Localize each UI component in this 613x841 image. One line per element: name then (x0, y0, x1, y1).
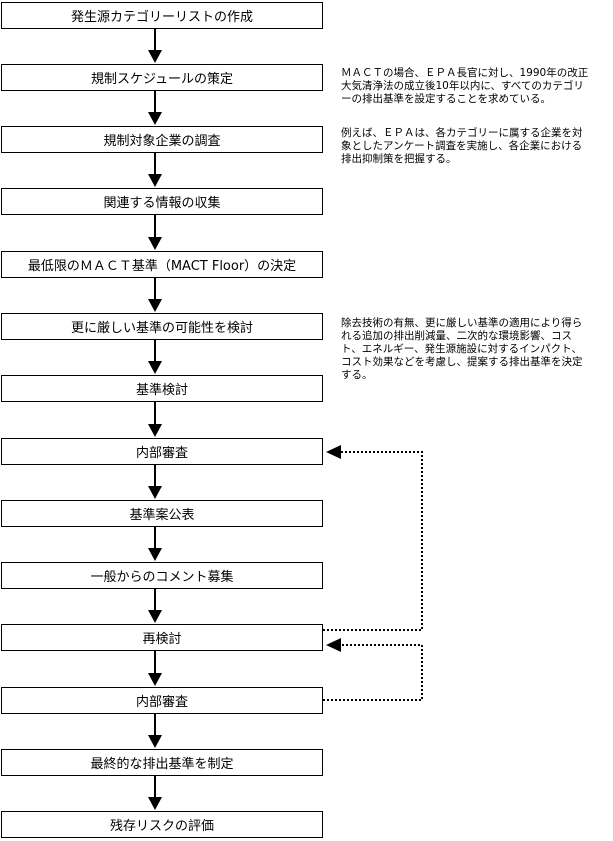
step-category-list: 発生源カテゴリーリストの作成 (1, 2, 323, 29)
arrowhead-10 (148, 610, 162, 623)
down-arrows (148, 29, 162, 810)
arrowhead-13 (148, 797, 162, 810)
feedback-arrowhead-2 (326, 638, 341, 652)
arrowhead-11 (148, 673, 162, 686)
arrowhead-9 (148, 548, 162, 561)
feedback-review-to-internal-review (323, 451, 423, 631)
arrowhead-3 (148, 174, 162, 187)
step-proposal-publish: 基準案公表 (1, 500, 323, 527)
arrowhead-1 (148, 50, 162, 63)
arrowhead-2 (148, 112, 162, 125)
step-final-standard: 最終的な排出基準を制定 (1, 749, 323, 776)
step-reconsideration: 再検討 (1, 624, 323, 651)
step-info-collection: 関連する情報の収集 (1, 188, 323, 215)
note-stricter: 除去技術の有無、更に厳しい基準の適用により得られる追加の排出削減量、二次的な環境… (341, 317, 583, 381)
arrowhead-7 (148, 424, 162, 437)
step-stricter-standards: 更に厳しい基準の可能性を検討 (1, 313, 323, 340)
arrowhead-5 (148, 299, 162, 312)
step-standard-review: 基準検討 (1, 375, 323, 402)
step-mact-floor: 最低限のＭＡＣＴ基準（MACT Floor）の決定 (1, 251, 323, 278)
arrowhead-6 (148, 361, 162, 374)
note-schedule: ＭＡＣＴの場合、ＥＰＡ長官に対し、1990年の改正大気清浄法の成立後10年以内に… (341, 67, 589, 105)
feedback-internal-review-to-review (323, 644, 423, 701)
step-schedule: 規制スケジュールの策定 (1, 64, 323, 91)
feedback-arrowhead-1 (326, 445, 341, 459)
step-company-survey: 規制対象企業の調査 (1, 126, 323, 153)
arrowhead-12 (148, 735, 162, 748)
step-public-comment: 一般からのコメント募集 (1, 562, 323, 589)
step-internal-review-2: 内部審査 (1, 687, 323, 714)
arrowhead-8 (148, 486, 162, 499)
step-internal-review-1: 内部審査 (1, 438, 323, 465)
note-survey: 例えば、ＥＰＡは、各カテゴリーに属する企業を対象としたアンケート調査を実施し、各… (341, 127, 583, 165)
step-residual-risk: 残存リスクの評価 (1, 811, 323, 838)
arrowhead-4 (148, 237, 162, 250)
feedback-loops (323, 451, 423, 701)
